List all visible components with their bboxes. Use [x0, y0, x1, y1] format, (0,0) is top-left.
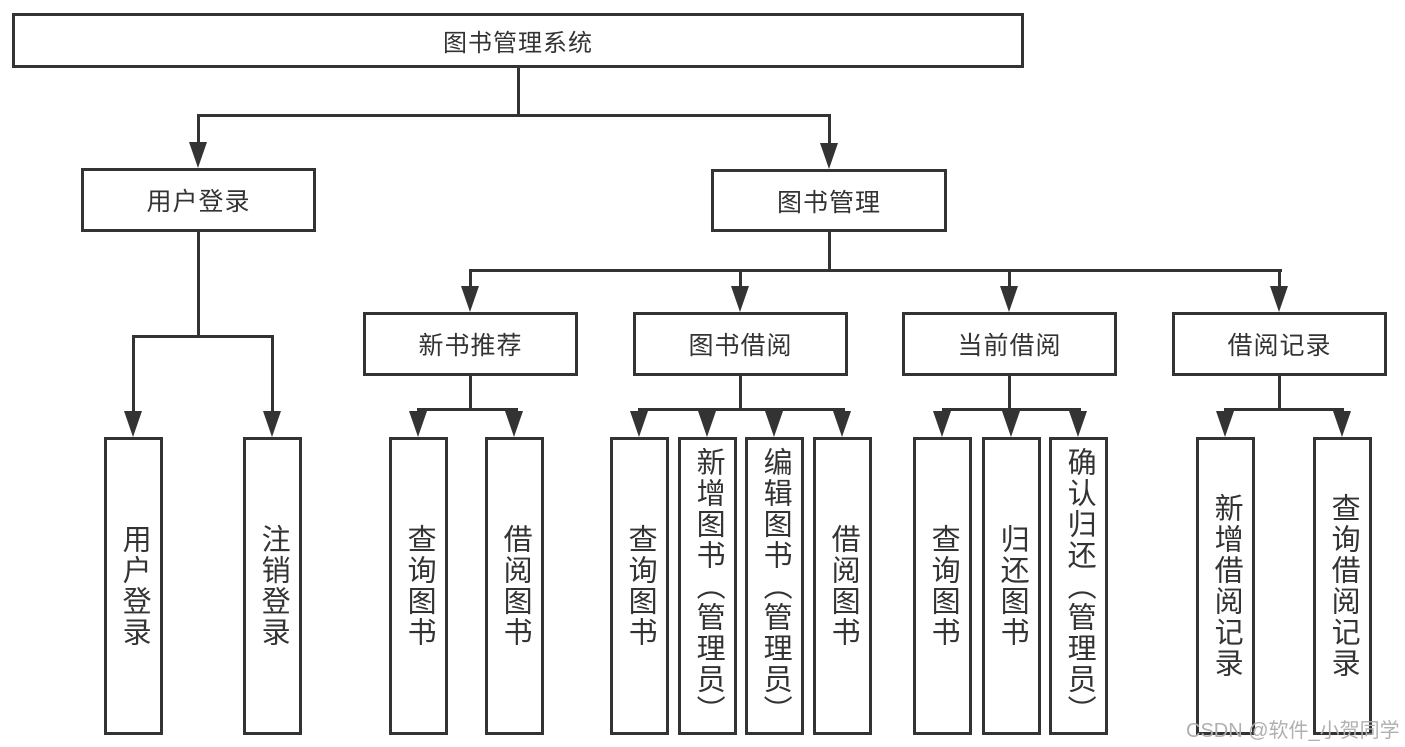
leaf-borrow-books-2: 借阅图书: [813, 437, 872, 735]
arrow-to-leaf-query-books-2: [630, 411, 648, 437]
leaf-borrow-books-1: 借阅图书: [485, 437, 544, 735]
leaf-query-books-3: 查询图书: [913, 437, 972, 735]
arrow-to-leaf-add-book: [698, 411, 716, 437]
node-root: 图书管理系统: [12, 13, 1024, 68]
leaf-edit-book-admin: 编辑图书（管理员）: [745, 437, 804, 735]
connector-cb-stem: [1008, 376, 1011, 411]
connector-user-login-child-stem-2: [271, 335, 274, 413]
arrow-to-leaf-borrow-books-1: [505, 411, 523, 437]
connector-bb-stem: [739, 376, 742, 411]
leaf-return-book: 归还图书: [982, 437, 1041, 735]
connector-level2-stem-right: [828, 114, 831, 146]
arrow-to-leaf-add-record: [1216, 411, 1234, 437]
arrow-to-borrow-records: [1270, 286, 1288, 312]
connector-level3-stem-3: [1008, 269, 1011, 289]
leaf-confirm-return-admin: 确认归还（管理员）: [1049, 437, 1108, 735]
leaf-add-borrow-record: 新增借阅记录: [1196, 437, 1255, 735]
connector-level3-horizontal: [469, 269, 1282, 272]
node-user-login: 用户登录: [81, 168, 316, 232]
arrow-to-leaf-confirm-return: [1069, 411, 1087, 437]
connector-br-horizontal: [1224, 408, 1344, 411]
node-new-book-recommend: 新书推荐: [363, 312, 578, 376]
leaf-query-borrow-record: 查询借阅记录: [1313, 437, 1372, 735]
connector-level3-stem-1: [469, 269, 472, 289]
node-current-borrow: 当前借阅: [902, 312, 1117, 376]
arrow-to-book-borrow: [731, 286, 749, 312]
connector-root-trunk: [517, 68, 520, 117]
connector-level2-stem-left: [197, 114, 200, 146]
arrow-to-leaf-edit-book: [765, 411, 783, 437]
connector-br-stem: [1278, 376, 1281, 411]
connector-nbr-horizontal: [417, 408, 518, 411]
connector-user-login-horizontal: [132, 335, 274, 338]
leaf-query-books-2: 查询图书: [610, 437, 669, 735]
leaf-user-login: 用户登录: [104, 437, 163, 735]
leaf-logout: 注销登录: [243, 437, 302, 735]
arrow-to-leaf-query-books-3: [933, 411, 951, 437]
arrow-to-new-book-recommend: [461, 286, 479, 312]
connector-cb-horizontal: [942, 408, 1081, 411]
arrow-to-leaf-borrow-books-2: [833, 411, 851, 437]
connector-level2-horizontal: [197, 114, 831, 117]
csdn-watermark: CSDN @软件_小贺同学: [1186, 720, 1400, 742]
arrow-to-current-borrow: [1000, 286, 1018, 312]
connector-level3-stem-4: [1278, 269, 1281, 289]
arrow-to-leaf-logout: [263, 411, 281, 437]
node-borrow-records: 借阅记录: [1172, 312, 1387, 376]
leaf-add-book-admin: 新增图书（管理员）: [678, 437, 737, 735]
leaf-query-books-1: 查询图书: [389, 437, 448, 735]
connector-bb-horizontal: [638, 408, 845, 411]
connector-user-login-child-stem-1: [132, 335, 135, 413]
connector-user-login-stem: [197, 232, 200, 338]
node-book-management: 图书管理: [711, 169, 947, 232]
arrow-to-leaf-query-record: [1333, 411, 1351, 437]
arrow-to-leaf-login: [124, 411, 142, 437]
arrow-to-book-management: [820, 143, 838, 169]
node-book-borrow: 图书借阅: [633, 312, 848, 376]
arrow-to-leaf-query-books-1: [409, 411, 427, 437]
arrow-to-leaf-return-book: [1002, 411, 1020, 437]
connector-level3-stem-2: [739, 269, 742, 289]
connector-nbr-stem: [469, 376, 472, 411]
connector-book-mgmt-stem: [828, 232, 831, 272]
arrow-to-user-login: [189, 142, 207, 168]
